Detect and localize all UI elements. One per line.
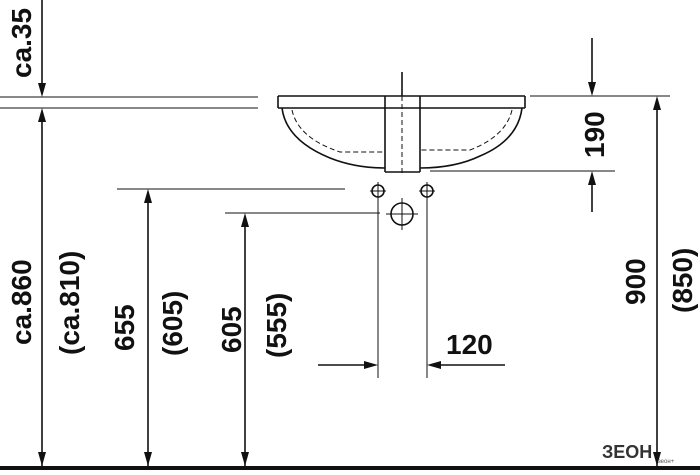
dim-rim-height: 900 <box>620 258 651 305</box>
logo-small-text: зеон+ <box>658 459 675 465</box>
dim-total-height-alt: (ca.810) <box>54 251 85 355</box>
dim-drain-height: 605 <box>216 306 247 353</box>
supply-spacing-dimension: 120 <box>318 329 505 369</box>
dim-drain-height-alt: (555) <box>261 293 292 358</box>
drain-height-dimension: 605 (555) <box>216 212 380 466</box>
dim-top-clearance: ca.35 <box>6 8 37 78</box>
brand-logo: ЗЕОН зеон+ <box>602 442 675 465</box>
left-dimension: ca.35 ca.860 (ca.810) <box>0 0 258 466</box>
supply-height-dimension: 655 (605) <box>109 188 345 466</box>
dim-supply-spacing: 120 <box>446 329 493 360</box>
dim-rim-height-alt: (850) <box>667 248 698 313</box>
dim-supply-height: 655 <box>109 304 140 351</box>
washbasin-section <box>277 72 526 176</box>
rim-height-dimension: 900 (850) <box>530 95 698 466</box>
dim-supply-height-alt: (605) <box>157 291 188 356</box>
dim-total-height: ca.860 <box>6 259 37 345</box>
basin-depth-dimension: 190 <box>430 38 615 212</box>
floor-line <box>0 466 700 470</box>
logo-text: ЗЕОН <box>602 442 652 462</box>
connection-points <box>370 182 435 378</box>
dim-basin-depth: 190 <box>579 111 610 158</box>
